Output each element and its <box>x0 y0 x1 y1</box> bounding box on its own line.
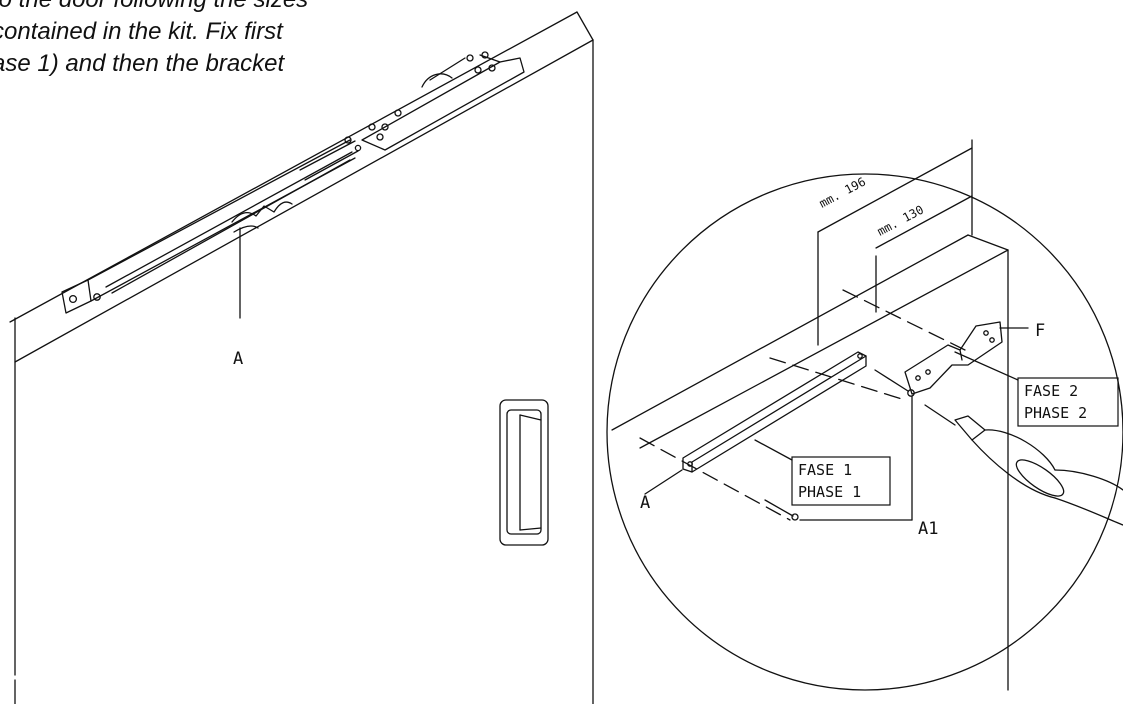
instruction-line-1: to the door following the sizes <box>0 0 308 13</box>
instruction-line-3: ase 1) and then the bracket <box>0 50 285 77</box>
instruction-line-2: contained in the kit. Fix first <box>0 18 283 45</box>
screw-label: A1 <box>918 519 938 539</box>
instruction-text: to the door following the sizes containe… <box>0 0 308 80</box>
arm-body-detail <box>682 351 867 473</box>
phase1-en-text: PHASE 1 <box>798 483 861 501</box>
detail-circle <box>606 173 1123 691</box>
dimension-lines <box>817 147 973 249</box>
drill <box>924 404 1123 526</box>
label-leaders <box>644 327 1029 521</box>
detail-arm-label: A <box>640 493 650 513</box>
phase1-box <box>791 456 891 506</box>
arm-label: A <box>233 349 243 369</box>
door-top-detail <box>611 139 1009 691</box>
bracket-f-detail <box>904 321 1003 395</box>
door-handle <box>499 399 549 546</box>
dimension-outer-text: mm. 196 <box>817 175 868 211</box>
dimension-inner-text: mm. 130 <box>875 203 926 239</box>
dashed-guides <box>639 289 966 521</box>
phase2-en-text: PHASE 2 <box>1024 404 1087 422</box>
closer-arm <box>61 136 362 319</box>
door-panel <box>9 11 594 705</box>
phase1-it-text: FASE 1 <box>798 461 852 479</box>
phase2-box <box>1017 377 1119 427</box>
bracket-label: F <box>1035 321 1045 341</box>
bracket-top <box>361 51 525 151</box>
phase2-it-text: FASE 2 <box>1024 382 1078 400</box>
